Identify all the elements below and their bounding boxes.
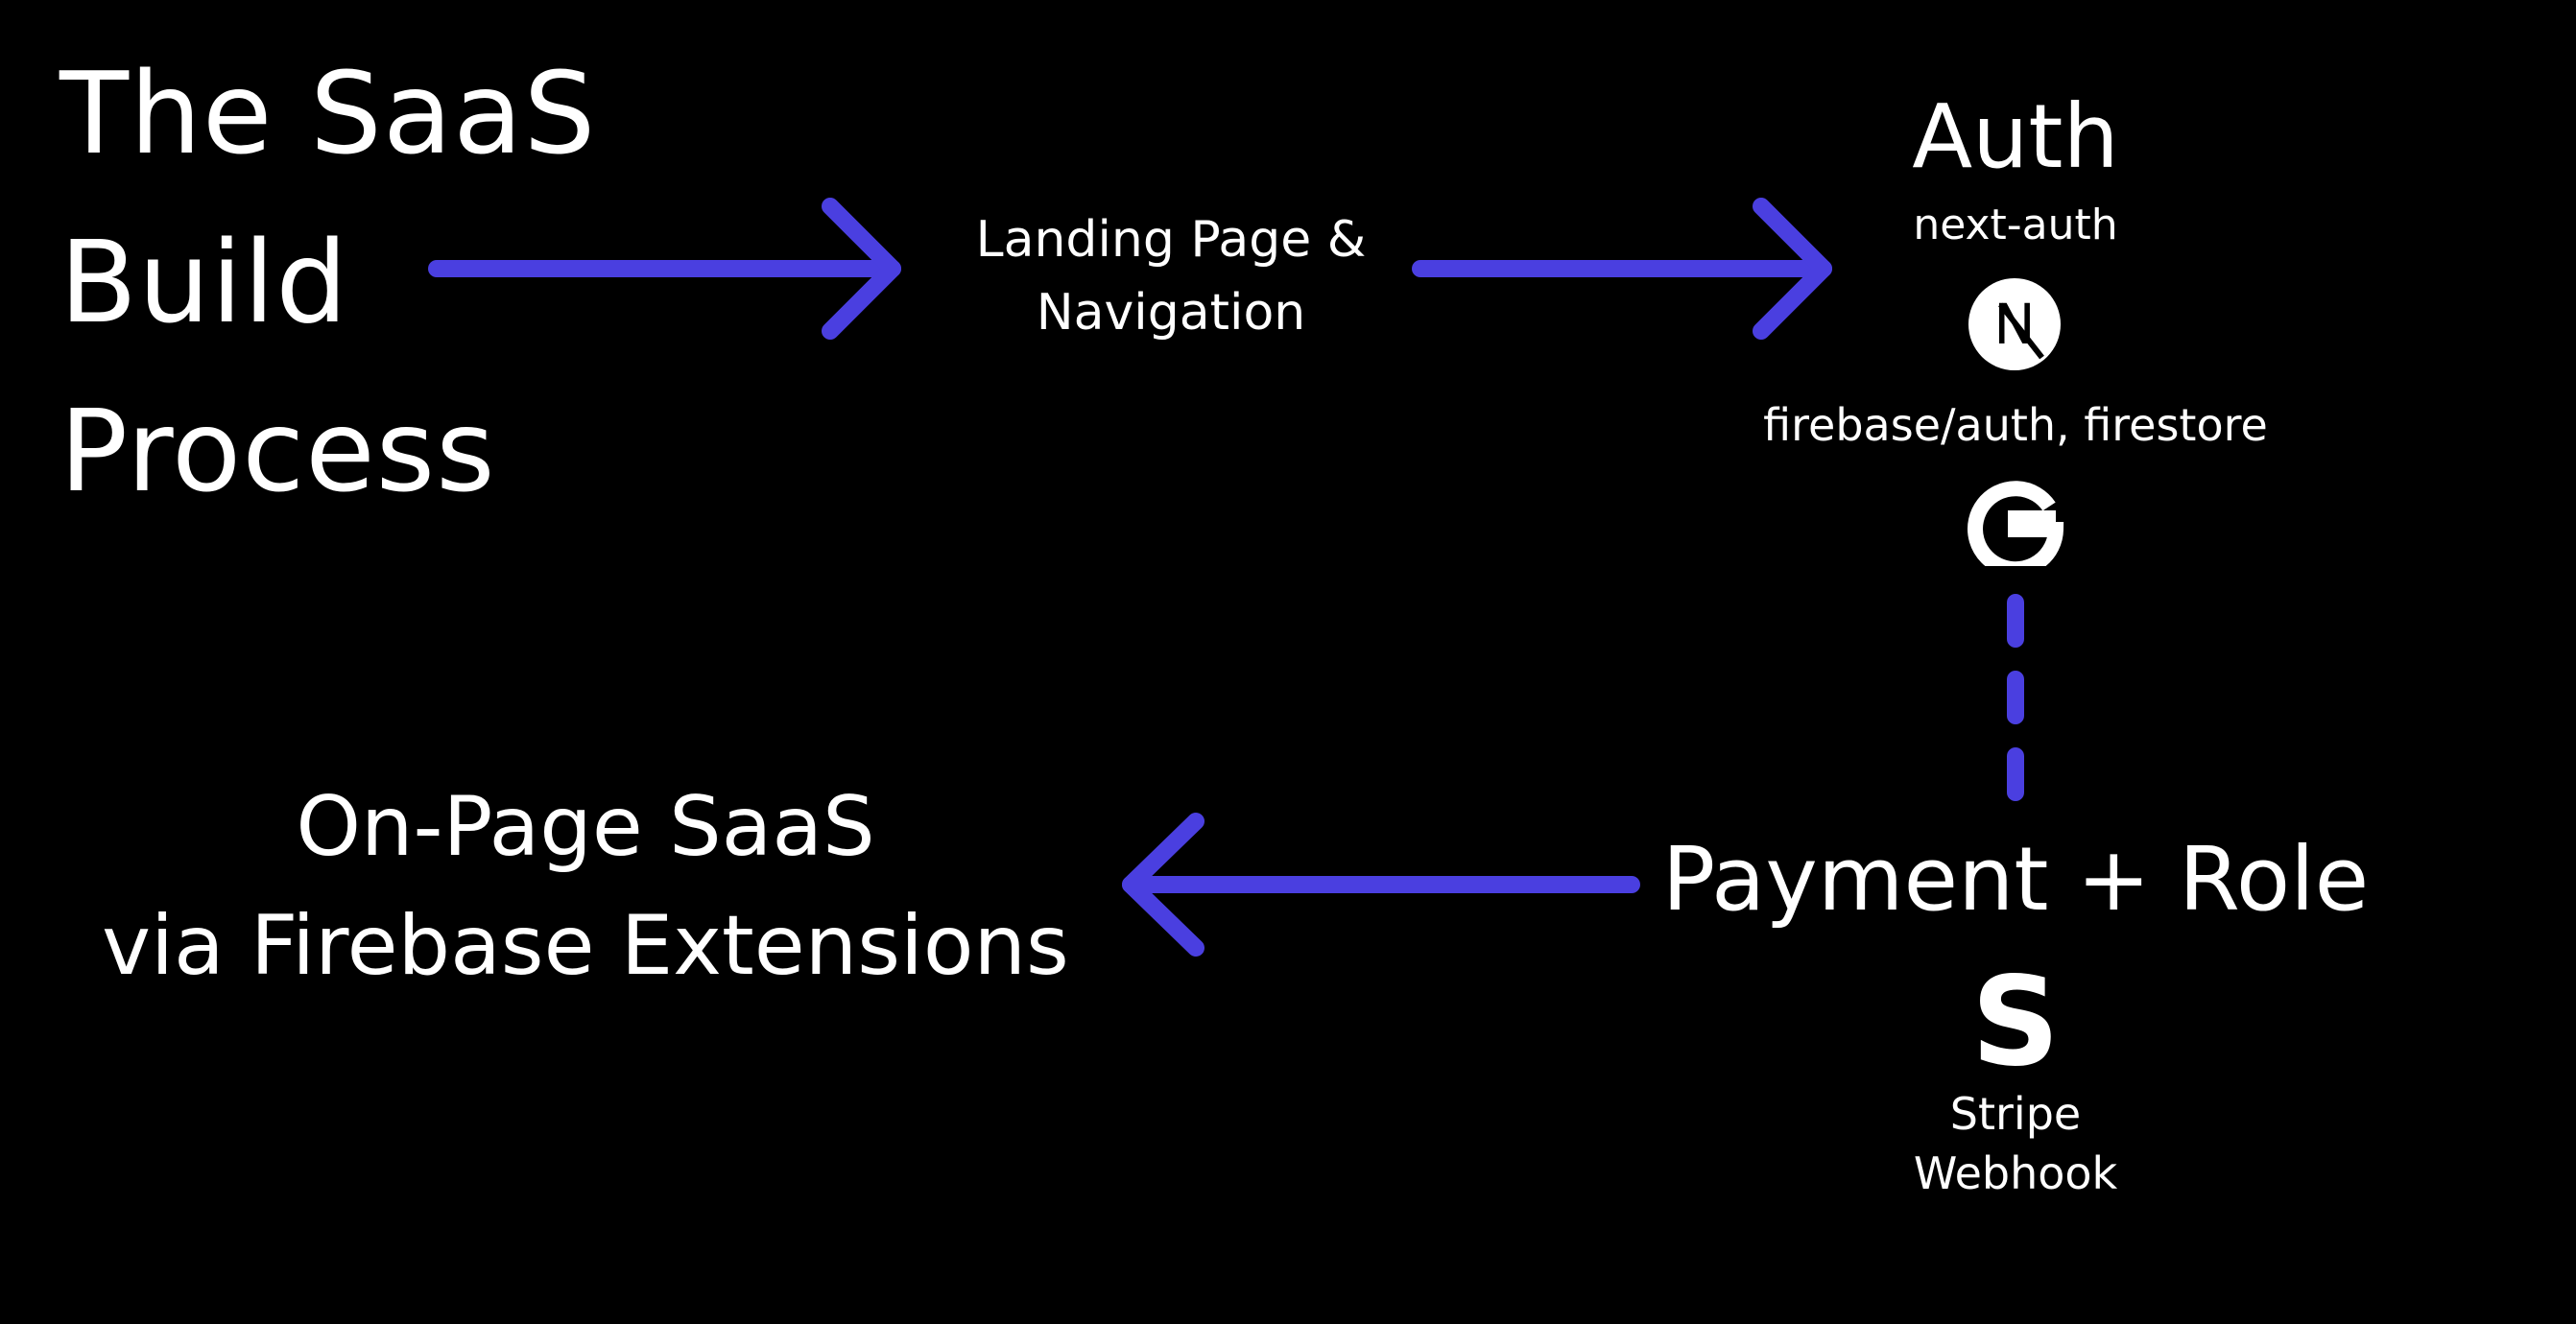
onpage-line-2: via Firebase Extensions — [102, 898, 1069, 994]
diagram-title: The SaaS Build Process — [60, 29, 596, 535]
stripe-line-2: Webhook — [1913, 1147, 2118, 1199]
google-icon — [1958, 470, 2073, 566]
google-icon-svg — [1968, 481, 2064, 566]
auth-provider-next-auth: next-auth — [1913, 201, 2118, 249]
nextjs-icon: N — [1968, 278, 2061, 370]
title-line-3: Process — [60, 385, 496, 517]
arrow-payment-to-onpage — [1122, 813, 1640, 957]
arrow-title-to-landing — [428, 198, 901, 340]
auth-provider-firebase: firebase/auth, firestore — [1763, 399, 2268, 451]
arrow-landing-to-auth — [1412, 198, 1832, 340]
title-line-2: Build — [60, 216, 349, 348]
onpage-line-1: On-Page SaaS — [296, 779, 875, 875]
step-payment-role: Payment + Role — [1661, 828, 2370, 931]
landing-line-1: Landing Page & — [975, 211, 1367, 269]
stripe-line-1: Stripe — [1949, 1088, 2082, 1140]
step-auth-title: Auth — [1912, 85, 2119, 188]
step-onpage-saas: On-Page SaaS via Firebase Extensions — [58, 768, 1113, 1005]
stripe-icon: S — [1970, 950, 2061, 1094]
title-line-1: The SaaS — [60, 47, 597, 179]
payment-stripe-webhook: Stripe Webhook — [1872, 1084, 2159, 1203]
landing-line-2: Navigation — [1036, 284, 1306, 342]
step-landing-page: Landing Page & Navigation — [921, 203, 1420, 349]
